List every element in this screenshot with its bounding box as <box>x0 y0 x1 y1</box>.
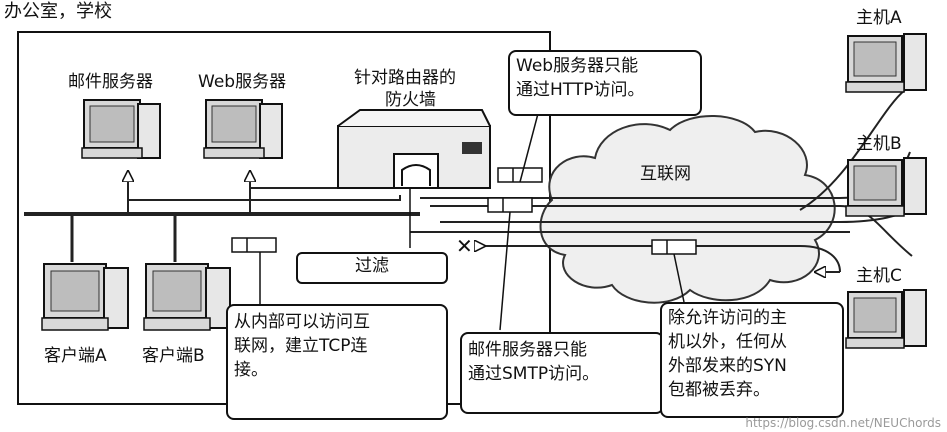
syn-note-line1: 除允许访问的主 <box>668 308 787 328</box>
mail-server-label: 邮件服务器 <box>68 72 153 92</box>
syn-note-line2: 机以外，任何从 <box>668 332 787 352</box>
firewall-label-line1: 针对路由器的 <box>354 68 456 88</box>
mail-server-computer <box>81 99 161 159</box>
client-a-computer <box>41 263 129 331</box>
web-server-computer <box>203 99 283 159</box>
packet-inside <box>231 237 277 253</box>
syn-note-line4: 包都被丢弃。 <box>668 380 770 400</box>
web-note-line1: Web服务器只能 <box>516 56 639 76</box>
internet-label: 互联网 <box>640 164 691 184</box>
host-b-label: 主机B <box>856 134 902 154</box>
syn-note-line3: 外部发来的SYN <box>668 356 787 376</box>
client-b-label: 客户端B <box>142 346 205 366</box>
inside-note-line2: 联网，建立TCP连 <box>234 336 368 356</box>
inet-line-2 <box>430 205 913 257</box>
filter-box: 过滤 <box>296 252 448 284</box>
filter-label: 过滤 <box>355 256 389 276</box>
web-note-box: Web服务器只能 通过HTTP访问。 <box>508 50 702 116</box>
inside-note-line3: 接。 <box>234 360 268 380</box>
firewall-label-line2: 防火墙 <box>385 90 436 110</box>
internet-cloud <box>539 114 836 304</box>
blocked-mark: ✕ <box>456 234 473 258</box>
office-label: 办公室，学校 <box>4 1 112 22</box>
mail-note-box: 邮件服务器只能 通过SMTP访问。 <box>460 332 664 414</box>
web-note-line2: 通过HTTP访问。 <box>516 80 645 100</box>
web-server-label: Web服务器 <box>198 72 287 92</box>
inside-note-line1: 从内部可以访问互 <box>234 312 370 332</box>
host-b-computer <box>845 157 927 217</box>
host-a-label: 主机A <box>856 8 902 28</box>
client-b-computer <box>143 263 231 331</box>
inet-line-host-a <box>799 89 906 211</box>
packet-syn <box>651 239 697 255</box>
syn-note-box: 除允许访问的主 机以外，任何从 外部发来的SYN 包都被丢弃。 <box>660 302 844 418</box>
client-a-label: 客户端A <box>44 346 107 366</box>
packet-mail <box>487 197 533 213</box>
firewall-router <box>337 109 491 189</box>
inside-note-box: 从内部可以访问互 联网，建立TCP连 接。 <box>226 304 448 420</box>
host-a-computer <box>845 33 927 93</box>
fw-to-mail-path <box>128 195 401 201</box>
mail-note-line2: 通过SMTP访问。 <box>468 364 600 384</box>
host-c-computer <box>845 289 927 349</box>
watermark: https://blog.csdn.net/NEUChords <box>745 416 941 430</box>
mail-note-line1: 邮件服务器只能 <box>468 340 587 360</box>
host-c-label: 主机C <box>856 266 902 286</box>
syn-blocked-line <box>480 246 841 273</box>
